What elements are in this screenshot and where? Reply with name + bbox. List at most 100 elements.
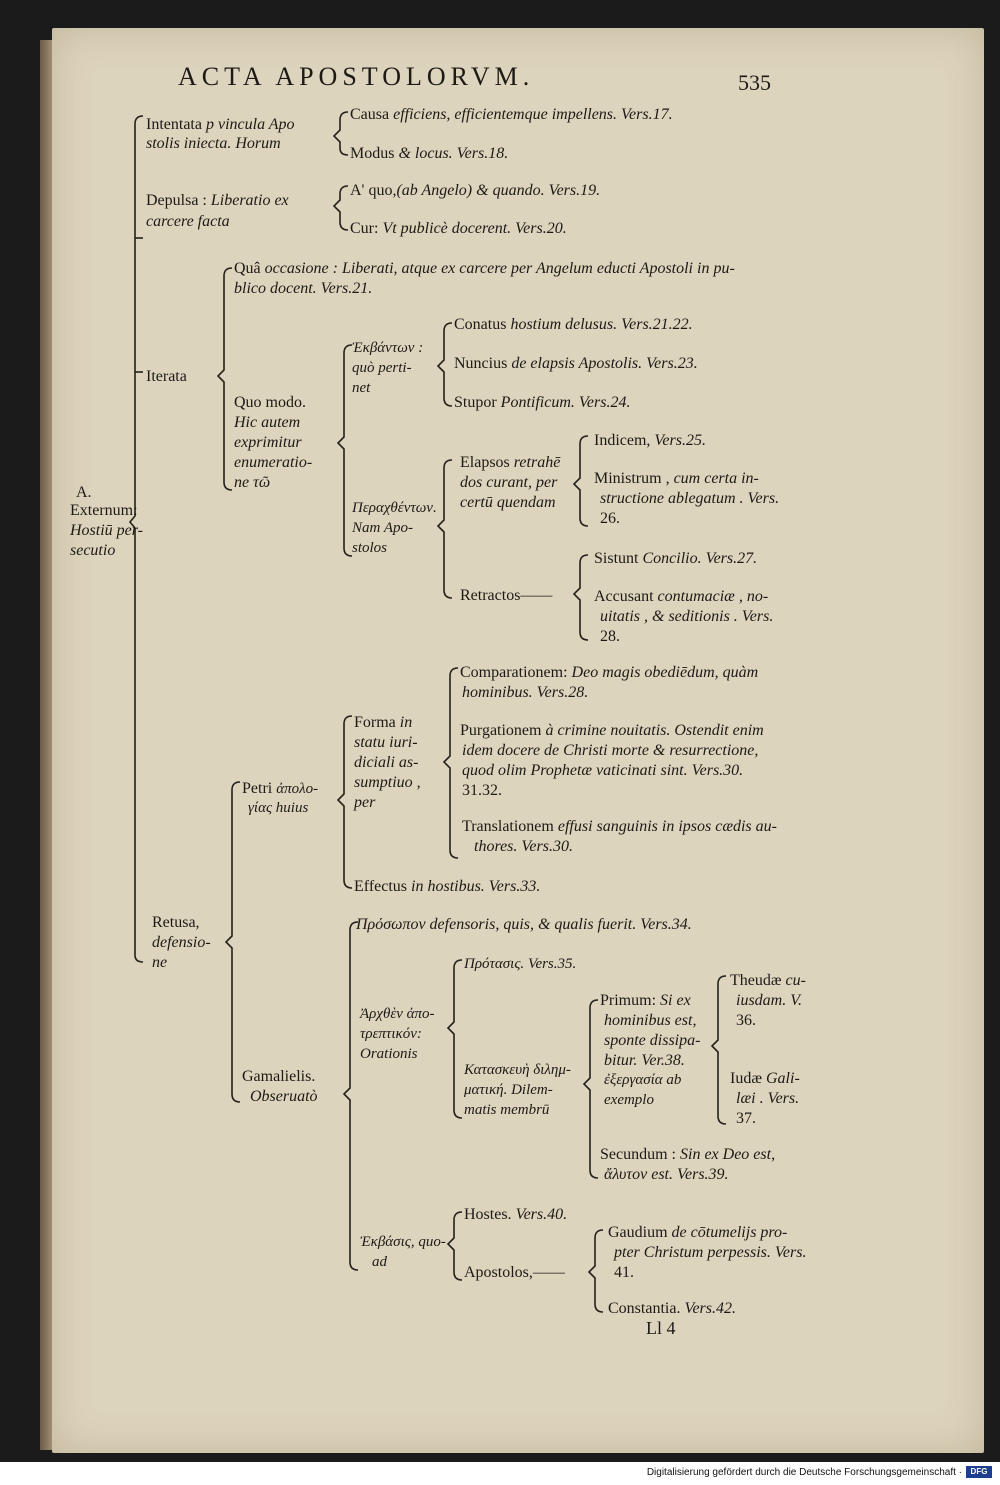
secundum-line1: Secundum : Sin ex Deo est, — [600, 1146, 776, 1163]
petri-line1: Petri ἀπολο- — [242, 780, 319, 797]
bracket-primum — [710, 975, 727, 1125]
apostolos-label: Apostolos,—— — [464, 1264, 565, 1281]
translationem-line1: Translationem effusi sanguinis in ipsos … — [462, 818, 777, 835]
intentata-line2: stolis iniecta. Horum — [146, 135, 281, 152]
bracket-retractos — [572, 554, 589, 641]
bracket-arxthen — [446, 959, 463, 1119]
iudae-line2: læi . Vers. — [736, 1090, 800, 1107]
comparationem-line2: hominibus. Vers.28. — [462, 684, 589, 701]
petri-line2: γίας huius — [248, 800, 309, 816]
nuncius-entry: Nuncius de elapsis Apostolis. Vers.23. — [454, 355, 698, 372]
gamalielis-line1: Gamalielis. — [242, 1068, 316, 1085]
secundum-line2: ἄλυτον est. Vers.39. — [604, 1166, 729, 1183]
a-quo-entry: A' quo,(ab Angelo) & quando. Vers.19. — [350, 182, 601, 199]
primum-line2: hominibus est, — [604, 1012, 697, 1029]
effectus-entry: Effectus in hostibus. Vers.33. — [354, 878, 541, 895]
retusa-line2: defensio- — [152, 934, 211, 951]
comparationem-line1: Comparationem: Deo magis obediēdum, quàm — [460, 664, 759, 681]
retusa-line3: ne — [152, 954, 168, 971]
bracket-iterata — [216, 267, 233, 491]
primum-line1: Primum: Si ex — [600, 992, 691, 1009]
bracket-apostolos — [587, 1229, 604, 1313]
gaudium-line3: 41. — [614, 1264, 634, 1281]
kataskeue-line3: matis membrū — [464, 1102, 550, 1118]
bracket-ekbasis — [446, 1211, 463, 1281]
bracket-depulsa — [332, 185, 349, 231]
bracket-gamalielis — [342, 921, 359, 1271]
causa-entry: Causa efficiens, efficientemque impellen… — [350, 106, 673, 123]
forma-line5: per — [354, 794, 376, 811]
bracket-petri — [336, 715, 353, 889]
cur-entry: Cur: Vt publicè docerent. Vers.20. — [350, 220, 567, 237]
depulsa-line2: carcere facta — [146, 213, 230, 230]
depulsa-line1: Depulsa : Liberatio ex — [146, 192, 289, 209]
prosopon-entry: Πρόσωπον defensoris, quis, & qualis fuer… — [356, 916, 692, 933]
running-head: ACTA APOSTOLORVM. — [178, 62, 535, 91]
peraxthenton-line3: stolos — [352, 540, 388, 556]
protasis-entry: Πρότασις. Vers.35. — [464, 956, 577, 972]
book-page — [52, 28, 984, 1453]
iterata-label: Iterata — [146, 368, 187, 385]
iudae-line3: 37. — [736, 1110, 756, 1127]
arxthen-line1: Ἀρχθὲν ἀπο- — [360, 1006, 435, 1022]
accusant-line3: 28. — [600, 628, 620, 645]
gaudium-line1: Gaudium de cōtumelijs pro- — [608, 1224, 788, 1241]
root-line1: Externum: — [70, 502, 138, 519]
bracket-elapsos — [572, 435, 589, 527]
forma-line3: diciali as- — [354, 754, 419, 771]
quo-modo-line4: enumeratio- — [234, 454, 313, 471]
intentata-line1: Intentata p vincula Apo — [146, 116, 295, 133]
quo-modo-line5: ne τῶ — [234, 474, 271, 491]
ekbasis-line1: Ἐκβάσις, quo- — [360, 1234, 446, 1250]
peraxthenton-line2: Nam Apo- — [352, 520, 413, 536]
gaudium-line2: pter Christum perpessis. Vers. — [614, 1244, 807, 1261]
bracket-peraxthenton — [436, 459, 453, 599]
arxthen-line3: Orationis — [360, 1046, 418, 1062]
qua-occasione-line1: Quâ occasione : Liberati, atque ex carce… — [234, 260, 735, 277]
indicem-entry: Indicem, Vers.25. — [594, 432, 706, 449]
kataskeue-line1: Κατασκευὴ διλημ- — [464, 1062, 571, 1078]
bracket-main — [128, 115, 144, 963]
signature-mark: Ll 4 — [646, 1318, 676, 1338]
theudae-line1: Theudæ cu- — [730, 972, 806, 989]
primum-line6: exemplo — [604, 1092, 654, 1108]
bracket-retusa — [224, 781, 241, 1103]
elapsos-line1: Elapsos retrahē — [460, 454, 561, 471]
bracket-quo-modo — [336, 344, 353, 557]
forma-line1: Forma in — [354, 714, 413, 731]
bracket-kataskeue — [582, 999, 599, 1179]
bracket-intentata — [332, 111, 349, 156]
conatus-entry: Conatus hostium delusus. Vers.21.22. — [454, 316, 693, 333]
peraxthenton-line1: Περαχθέντων. — [352, 500, 437, 516]
bracket-ekbaton — [436, 322, 453, 407]
root-line3: secutio — [70, 542, 116, 559]
hostes-entry: Hostes. Vers.40. — [464, 1206, 568, 1223]
elapsos-line2: dos curant, per — [460, 474, 558, 491]
primum-line3: sponte dissipa- — [604, 1032, 701, 1049]
qua-occasione-line2: blico docent. Vers.21. — [234, 280, 373, 297]
accusant-line2: uitatis , & seditionis . Vers. — [600, 608, 774, 625]
kataskeue-line2: ματική. Dilem- — [464, 1082, 553, 1098]
root-line2: Hostiū per- — [70, 522, 144, 539]
retusa-line1: Retusa, — [152, 914, 200, 931]
ministrum-line3: 26. — [600, 510, 620, 527]
ekbasis-line2: ad — [372, 1254, 387, 1270]
accusant-line1: Accusant contumaciæ , no- — [594, 588, 769, 605]
quo-modo-line3: exprimitur — [234, 434, 302, 451]
translationem-line2: thores. Vers.30. — [474, 838, 573, 855]
digitization-credit: Digitalisierung gefördert durch die Deut… — [646, 1467, 962, 1478]
purgationem-line2: idem docere de Christi morte & resurrect… — [462, 742, 759, 759]
gamalielis-line2: Obseruatò — [250, 1088, 318, 1105]
purgationem-line3: quod olim Prophetæ vaticinati sint. Vers… — [462, 762, 744, 779]
elapsos-line3: certū quendam — [460, 494, 556, 511]
iudae-line1: Iudæ Gali- — [730, 1070, 800, 1087]
purgationem-line4: 31.32. — [462, 782, 502, 799]
primum-line5: ἐξεργασία ab — [604, 1072, 682, 1088]
ministrum-line1: Ministrum , cum certa in- — [594, 470, 759, 487]
retractos-label: Retractos—— — [460, 587, 553, 604]
sistunt-entry: Sistunt Concilio. Vers.27. — [594, 550, 758, 567]
theudae-line2: iusdam. V. — [736, 992, 802, 1009]
page-edge — [40, 40, 54, 1450]
